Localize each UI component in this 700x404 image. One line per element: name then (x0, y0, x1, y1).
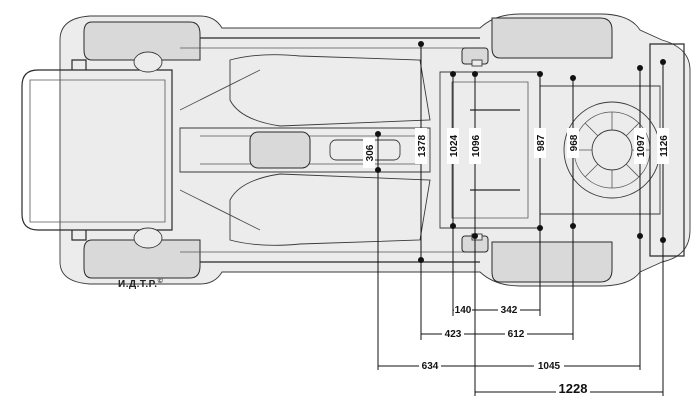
measurement-points (375, 41, 666, 263)
watermark-text: И.Д.Т.Р.© (118, 277, 164, 290)
dim-306: 306 (365, 144, 376, 161)
dim-634: 634 (422, 361, 439, 372)
dim-140: 140 (455, 305, 472, 316)
dim-968: 968 (569, 134, 580, 151)
dim-1126: 1126 (659, 135, 670, 157)
dim-423: 423 (445, 329, 462, 340)
dim-1096: 1096 (471, 134, 482, 157)
dim-987: 987 (536, 134, 547, 151)
dim-1024: 1024 (449, 134, 460, 157)
dim-1228: 1228 (559, 381, 588, 396)
car-underbody-drawing (21, 13, 691, 287)
vertical-dimension-labels: 306 1378 1024 1096 987 968 1097 1126 (363, 128, 670, 168)
dim-342: 342 (501, 305, 518, 316)
dim-1097: 1097 (636, 134, 647, 157)
dim-1045: 1045 (538, 361, 561, 372)
horizontal-dimension-labels: 140 342 423 612 634 1045 1228 (419, 303, 590, 396)
dim-612: 612 (508, 329, 525, 340)
dim-1378: 1378 (417, 134, 428, 157)
